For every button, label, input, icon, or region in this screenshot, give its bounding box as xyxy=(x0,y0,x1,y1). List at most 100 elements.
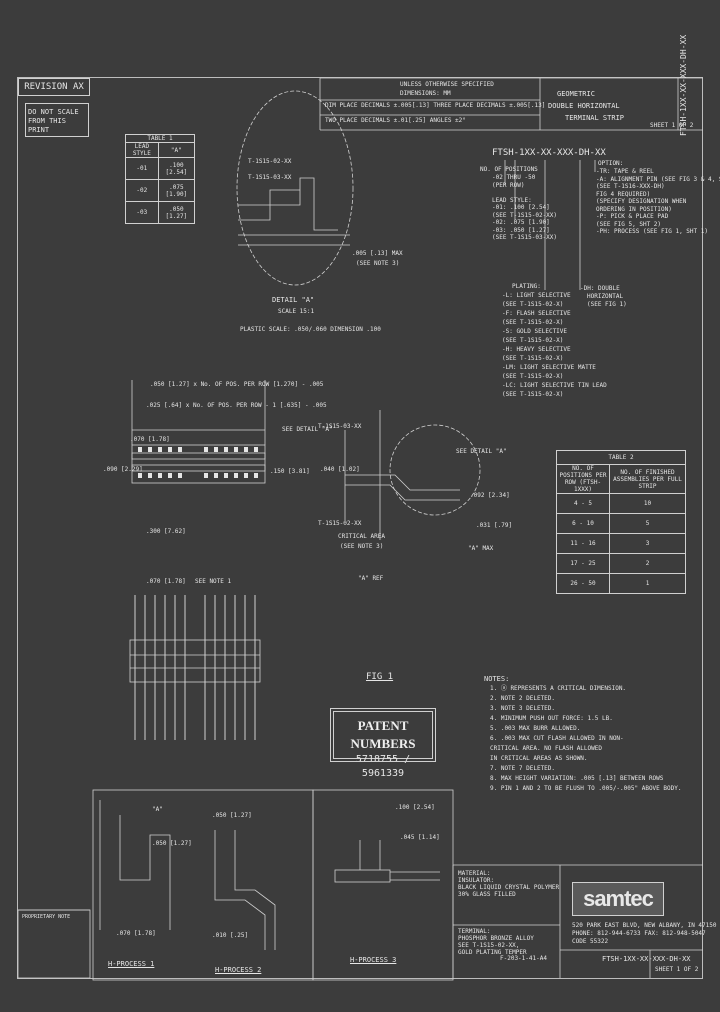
material-line: MATERIAL: xyxy=(458,870,491,877)
fig1-pin-row xyxy=(138,447,258,478)
side-callout-10: "A" REF xyxy=(358,575,384,582)
note-item: 1. ⓐ REPRESENTS A CRITICAL DIMENSION. xyxy=(490,685,627,692)
option-right-item: (SEE FIG 5, SHT 2) xyxy=(596,220,662,228)
terminal-line: SEE T-1S15-02-XX, xyxy=(458,942,520,949)
table-row: .050 [1.27] xyxy=(157,201,196,224)
samtec-logo: samtec xyxy=(572,882,664,916)
plating-header: PLATING: xyxy=(512,283,541,290)
other-line-2: (SEE FIG 1) xyxy=(587,301,627,308)
vertical-part-number: FTSH-1XX-XX-XXX-DH-XX xyxy=(679,35,702,136)
scale-note-line-1: DO NOT SCALE xyxy=(28,108,79,116)
note-item: 9. PIN 1 AND 2 TO BE FLUSH TO .005/-.005… xyxy=(490,785,682,792)
plating-item: (SEE T-1S15-02-X) xyxy=(502,355,564,362)
description-line-3: TERMINAL STRIP xyxy=(565,114,625,122)
material-line: BLACK LIQUID CRYSTAL POLYMER xyxy=(458,884,560,891)
address-line: CODE 55322 xyxy=(572,938,609,945)
option-right-item: FIG 4 REQUIRED) xyxy=(596,190,651,198)
table-row: 17 - 25 xyxy=(556,553,610,574)
note-item: IN CRITICAL AREAS AS SHOWN. xyxy=(490,755,588,762)
detail-scale: SCALE 15:1 xyxy=(278,308,315,315)
side-callout-8: .031 [.79] xyxy=(476,522,513,529)
drawing-sheet xyxy=(17,77,703,979)
table-2-header: TABLE 2 xyxy=(556,450,686,465)
table-row: 6 - 10 xyxy=(556,513,610,534)
terminal-line: PHOSPHOR BRONZE ALLOY xyxy=(458,935,534,942)
brand-name: samtec xyxy=(583,886,654,911)
plating-item: (SEE T-1S15-02-X) xyxy=(502,319,564,326)
note-item: 4. MINIMUM PUSH OUT FORCE: 1.5 LB. xyxy=(490,715,613,722)
plating-item: (SEE T-1S15-02-X) xyxy=(502,391,564,398)
other-header: -DH: DOUBLE xyxy=(580,285,620,292)
note-item: 6. .003 MAX CUT FLASH ALLOWED IN NON- xyxy=(490,735,624,742)
file-number: F-203-1-41-A4 xyxy=(500,955,547,962)
side-callout-5: .040 [1.02] xyxy=(320,466,360,473)
plating-item: -L: LIGHT SELECTIVE xyxy=(502,292,571,299)
table-row: -01 xyxy=(125,157,159,180)
option-left-item: (SEE T-1S15-02-XX) xyxy=(492,211,558,219)
table-row: 5 xyxy=(609,513,686,534)
detail-label: DETAIL "A" xyxy=(272,296,315,304)
fig1-dim-5: SEE DETAIL "A" xyxy=(282,426,333,433)
fig1-dim-7: .300 [7.62] xyxy=(146,528,186,535)
table-row: -02 xyxy=(125,179,159,202)
fig1-dim-6: .150 [3.81] xyxy=(270,468,310,475)
option-left-item: -02 THRU -50 xyxy=(492,174,536,181)
note-item: 7. NOTE 7 DELETED. xyxy=(490,765,556,772)
detail-callout-4: (SEE NOTE 3) xyxy=(356,260,400,267)
table-2-col-b: NO. OF FINISHED ASSEMBLIES PER FULL STRI… xyxy=(609,464,686,494)
process-dim-6: .100 [2.54] xyxy=(395,804,435,811)
side-callout-1: T-1S15-03-XX xyxy=(318,423,362,430)
fig1-dim-4: .090 [2.29] xyxy=(103,466,143,473)
tolerance-line-2: TWO PLACE DECIMALS ±.01[.25] ANGLES ±2° xyxy=(325,117,466,124)
tolerance-line-1: DIM PLACE DECIMALS ±.005[.13] THREE PLAC… xyxy=(325,102,546,109)
material-line: INSULATOR: xyxy=(458,877,495,884)
table-row: 1 xyxy=(609,573,686,594)
plating-item: (SEE T-1S15-02-X) xyxy=(502,337,564,344)
table-row: 3 xyxy=(609,533,686,554)
option-left-item: (PER ROW) xyxy=(492,181,525,189)
units-header: UNLESS OTHERWISE SPECIFIED xyxy=(400,81,494,88)
note-item: 8. MAX HEIGHT VARIATION: .005 [.13] BETW… xyxy=(490,775,664,782)
process-dim-3: .070 [1.78] xyxy=(116,930,156,937)
table-row: 11 - 16 xyxy=(556,533,610,554)
table-1: TABLE 1 LEAD STYLE"A" -01.100 [2.54] -02… xyxy=(125,134,196,224)
table-2: TABLE 2 NO. OF POSITIONS PER ROW (FTSH-1… xyxy=(556,450,686,594)
table-row: .075 [1.90] xyxy=(157,179,196,202)
plating-item: -LC: LIGHT SELECTIVE TIN LEAD xyxy=(502,382,607,389)
terminal-line: TERMINAL: xyxy=(458,928,491,935)
option-left-item: -03: .050 [1.27] xyxy=(492,226,550,234)
plating-item: (SEE T-1S15-02-X) xyxy=(502,373,564,380)
detail-callout-1: T-1S15-02-XX xyxy=(248,158,292,165)
fig1-dim-9: SEE NOTE 1 xyxy=(195,578,232,585)
process-dim-5: .050 [1.27] xyxy=(212,812,252,819)
option-header: OPTION: xyxy=(598,160,624,167)
option-right-item: -TR: TAPE & REEL xyxy=(596,168,654,175)
part-number-callout: FTSH-1XX-XX-XXX-DH-XX xyxy=(492,148,606,158)
table-1-col-a: LEAD STYLE xyxy=(125,142,159,158)
fig1-dim-3: .070 [1.78] xyxy=(130,436,170,443)
plating-item: -S: GOLD SELECTIVE xyxy=(502,328,568,335)
vertical-part-number-text: FTSH-1XX-XX-XXX-DH-XX xyxy=(679,34,688,136)
table-row: 2 xyxy=(609,553,686,574)
detail-plastic-scale: PLASTIC SCALE: .050/.060 DIMENSION .100 xyxy=(240,326,381,333)
revision-box: REVISION AX xyxy=(18,78,90,96)
table-1-header: TABLE 1 xyxy=(125,134,195,143)
address-line: PHONE: 812-944-6733 FAX: 812-948-5047 xyxy=(572,930,706,937)
option-left-item: -02: .075 [1.90] xyxy=(492,219,550,226)
side-callout-7: .092 [2.34] xyxy=(470,492,510,499)
option-left-item: -01: .100 [2.54] xyxy=(492,204,550,211)
fig1-dim-2: .025 [.64] x No. OF POS. PER ROW - 1 [.6… xyxy=(146,402,327,409)
table-row: 4 - 5 xyxy=(556,493,610,514)
side-callout-4: (SEE NOTE 3) xyxy=(340,543,384,550)
material-line: 30% GLASS FILLED xyxy=(458,891,516,898)
note-item: 5. .003 MAX BURR ALLOWED. xyxy=(490,725,581,732)
option-left-item: LEAD STYLE: xyxy=(492,196,532,204)
option-left-item: (SEE T-1S15-03-XX) xyxy=(492,234,558,241)
note-item: 3. NOTE 3 DELETED. xyxy=(490,705,556,712)
process-dim-4: .010 [.25] xyxy=(212,932,249,939)
side-callout-2: T-1S15-02-XX xyxy=(318,520,362,527)
process-3-label: H-PROCESS 3 xyxy=(350,956,397,964)
table-row: 26 - 50 xyxy=(556,573,610,594)
positions-header: NO. OF POSITIONS xyxy=(480,166,538,173)
